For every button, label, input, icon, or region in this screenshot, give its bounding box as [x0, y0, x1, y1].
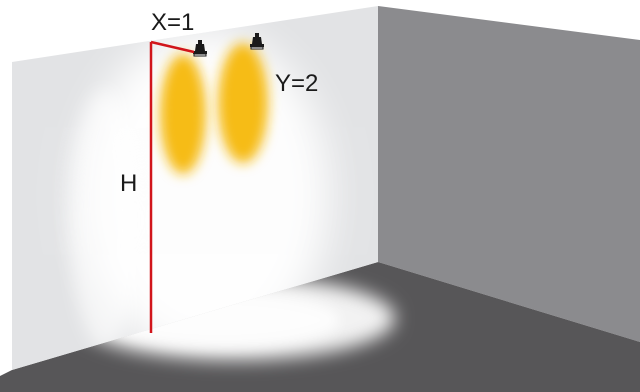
- height-label: H: [120, 170, 137, 197]
- light-spot-1: [160, 54, 206, 174]
- dimension-lines: [149, 40, 195, 333]
- x-spacing-label: X=1: [151, 9, 194, 36]
- right-wall: [378, 6, 640, 342]
- wall-light-fixture-icon: [250, 33, 264, 50]
- light-spots: [160, 43, 268, 174]
- y-spacing-label: Y=2: [275, 70, 318, 97]
- light-spot-2: [218, 43, 268, 163]
- wall-light-fixture-icon: [193, 40, 207, 57]
- x-spacing-dimension-line: [150, 40, 195, 54]
